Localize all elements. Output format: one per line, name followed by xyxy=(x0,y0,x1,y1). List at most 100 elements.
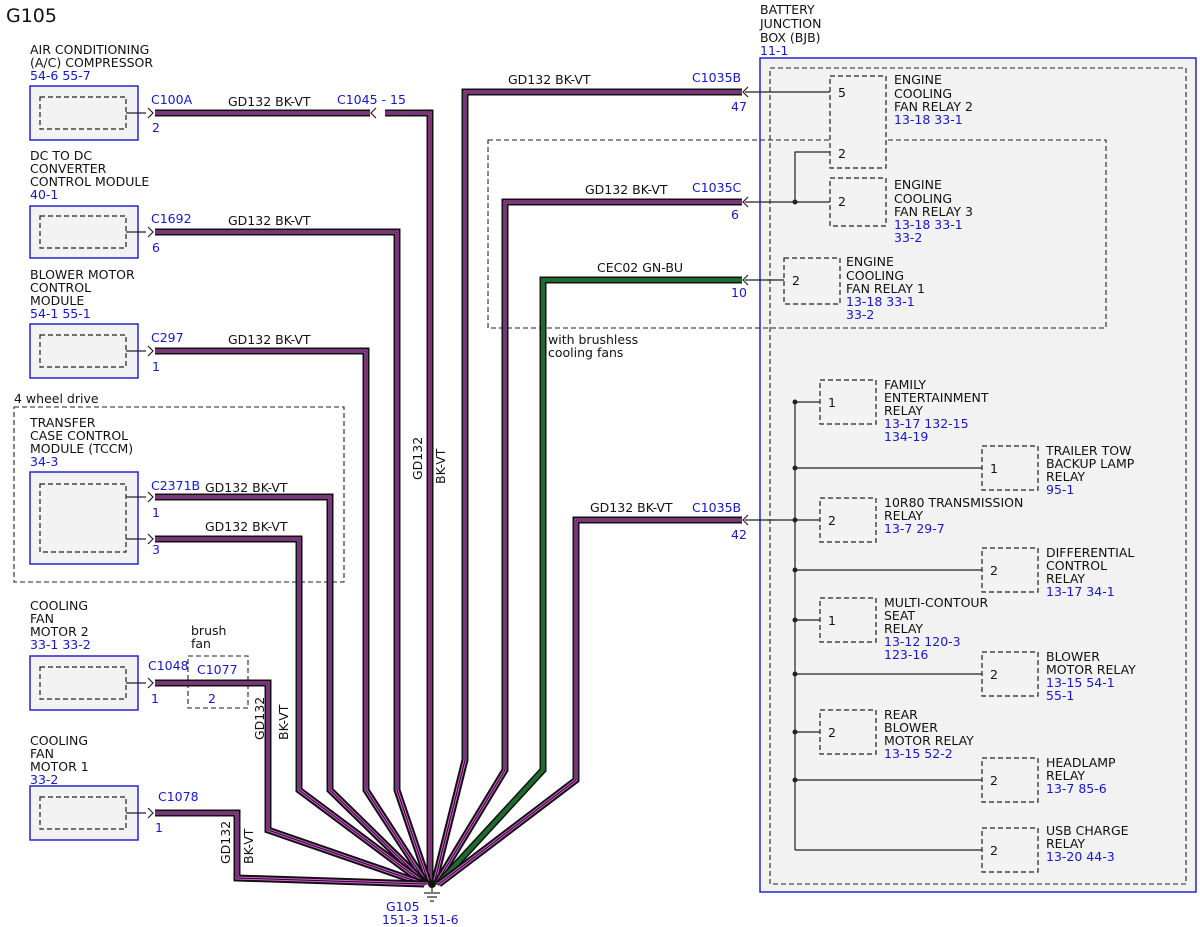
svg-text:fan: fan xyxy=(191,636,211,651)
svg-text:13-7 85-6: 13-7 85-6 xyxy=(1046,781,1107,796)
engine-cooling-fan-relay-1[interactable]: 2 ENGINE COOLING FAN RELAY 1 13-18 33-1 … xyxy=(783,254,925,322)
differential-control-relay[interactable]: 2 DIFFERENTIAL CONTROL RELAY 13-17 34-1 xyxy=(981,545,1134,599)
wire-label-ac: GD132 BK-VT xyxy=(228,94,311,109)
svg-text:FAN: FAN xyxy=(30,746,54,761)
svg-text:2: 2 xyxy=(792,273,800,288)
svg-text:54-1 55-1: 54-1 55-1 xyxy=(30,306,91,321)
svg-text:MOTOR RELAY: MOTOR RELAY xyxy=(884,733,974,748)
brush-fan-option: brush fan C1077 2 xyxy=(187,623,249,709)
pin-c1078: 1 xyxy=(155,820,163,835)
svg-text:2: 2 xyxy=(990,667,998,682)
blower-motor-control-module[interactable]: BLOWER MOTOR CONTROL MODULE 54-1 55-1 xyxy=(29,267,139,379)
connector-c1035b-top: C1035B xyxy=(692,70,741,85)
svg-text:2: 2 xyxy=(838,194,846,209)
svg-text:BLOWER MOTOR: BLOWER MOTOR xyxy=(30,267,135,282)
ground-symbol xyxy=(424,886,440,902)
vertical-label-gd132-c: GD132 xyxy=(218,821,233,864)
svg-text:MODULE: MODULE xyxy=(30,293,84,308)
svg-text:BLOWER: BLOWER xyxy=(1046,649,1100,664)
svg-text:MOTOR 1: MOTOR 1 xyxy=(30,759,89,774)
pin-c1048: 1 xyxy=(151,691,159,706)
brushless-note-1: with brushless xyxy=(548,332,638,347)
cooling-fan-motor-2[interactable]: COOLING FAN MOTOR 2 33-1 33-2 xyxy=(29,598,139,711)
svg-text:ENTERTAINMENT: ENTERTAINMENT xyxy=(884,390,989,405)
pin-c2371b-1: 1 xyxy=(152,505,160,520)
usb-charge-relay[interactable]: 2 USB CHARGE RELAY 13-20 44-3 xyxy=(981,823,1129,873)
connector-c1045: C1045 - 15 xyxy=(337,92,406,107)
headlamp-relay[interactable]: 2 HEADLAMP RELAY 13-7 85-6 xyxy=(981,755,1116,803)
svg-text:RELAY: RELAY xyxy=(1046,469,1085,484)
pin-42: 42 xyxy=(731,527,747,542)
cooling-fan-motor-1[interactable]: COOLING FAN MOTOR 1 33-2 xyxy=(29,733,139,841)
svg-text:13-15 54-1: 13-15 54-1 xyxy=(1046,675,1115,690)
svg-text:TRAILER TOW: TRAILER TOW xyxy=(1045,443,1131,458)
ground-ref: 151-3 151-6 xyxy=(382,912,459,927)
svg-text:MULTI-CONTOUR: MULTI-CONTOUR xyxy=(884,595,989,610)
svg-text:FAN RELAY 2: FAN RELAY 2 xyxy=(894,99,973,114)
svg-text:1: 1 xyxy=(990,461,998,476)
wire-harness xyxy=(155,88,742,888)
svg-text:(A/C) COMPRESSOR: (A/C) COMPRESSOR xyxy=(30,55,153,70)
wire-label-bjb-mid: GD132 BK-VT xyxy=(585,182,668,197)
wire-bjb-green xyxy=(435,276,742,887)
family-entertainment-relay[interactable]: 1 FAMILY ENTERTAINMENT RELAY 13-17 132-1… xyxy=(819,377,989,444)
svg-text:2: 2 xyxy=(990,773,998,788)
svg-text:10R80 TRANSMISSION: 10R80 TRANSMISSION xyxy=(884,495,1023,510)
pin-c2371b-3: 3 xyxy=(152,542,160,557)
svg-text:BACKUP LAMP: BACKUP LAMP xyxy=(1046,456,1135,471)
wire-label-bjb-bottom: GD132 BK-VT xyxy=(590,500,673,515)
pin-c297: 1 xyxy=(152,359,160,374)
connector-c1035b-bottom: C1035B xyxy=(692,500,741,515)
dc-dc-converter-module[interactable]: DC TO DC CONVERTER CONTROL MODULE 40-1 xyxy=(29,148,149,259)
svg-text:13-20 44-3: 13-20 44-3 xyxy=(1046,849,1115,864)
trailer-tow-backup-lamp-relay[interactable]: 1 TRAILER TOW BACKUP LAMP RELAY 95-1 xyxy=(981,443,1135,497)
brushless-note-2: cooling fans xyxy=(548,345,623,360)
svg-text:USB CHARGE: USB CHARGE xyxy=(1046,823,1129,838)
wire-ac-inline xyxy=(385,109,434,880)
svg-text:COOLING: COOLING xyxy=(894,191,952,206)
svg-text:13-12 120-3: 13-12 120-3 xyxy=(884,634,961,649)
svg-text:13-17 34-1: 13-17 34-1 xyxy=(1046,584,1115,599)
bjb-box[interactable] xyxy=(759,57,1197,893)
transfer-case-control-module[interactable]: 4 wheel drive TRANSFER CASE CONTROL MODU… xyxy=(13,391,345,583)
multi-contour-seat-relay[interactable]: 1 MULTI-CONTOUR SEAT RELAY 13-12 120-3 1… xyxy=(819,595,989,662)
svg-text:C1077: C1077 xyxy=(197,662,238,677)
wire-blower-module xyxy=(155,347,430,886)
svg-text:ENGINE: ENGINE xyxy=(846,254,894,269)
engine-cooling-fan-relay-2[interactable]: 5 2 ENGINE COOLING FAN RELAY 2 13-18 33-… xyxy=(829,72,973,169)
svg-text:brush: brush xyxy=(191,623,226,638)
vertical-label-gd132-b: GD132 xyxy=(252,697,267,740)
blower-motor-relay[interactable]: 2 BLOWER MOTOR RELAY 13-15 54-1 55-1 xyxy=(981,649,1136,703)
svg-text:FAMILY: FAMILY xyxy=(884,377,926,392)
ac-compressor[interactable]: AIR CONDITIONING (A/C) COMPRESSOR 54-6 5… xyxy=(29,42,153,141)
svg-text:ENGINE: ENGINE xyxy=(894,177,942,192)
connector-c1048: C1048 xyxy=(148,658,189,673)
svg-text:MODULE (TCCM): MODULE (TCCM) xyxy=(30,441,133,456)
rear-blower-motor-relay[interactable]: 2 REAR BLOWER MOTOR RELAY 13-15 52-2 xyxy=(819,707,974,761)
svg-text:CASE CONTROL: CASE CONTROL xyxy=(30,428,128,443)
svg-text:13-18 33-1: 13-18 33-1 xyxy=(894,112,963,127)
svg-text:33-2: 33-2 xyxy=(894,230,922,245)
svg-text:RELAY: RELAY xyxy=(884,508,923,523)
wire-label-bjb-top: GD132 BK-VT xyxy=(508,72,591,87)
wire-label-tccm-1: GD132 BK-VT xyxy=(205,480,288,495)
brushless-option-boundary xyxy=(487,139,1107,329)
svg-text:FAN: FAN xyxy=(30,611,54,626)
svg-text:FAN RELAY 3: FAN RELAY 3 xyxy=(894,204,973,219)
svg-text:BLOWER: BLOWER xyxy=(884,720,938,735)
engine-cooling-fan-relay-3[interactable]: 2 ENGINE COOLING FAN RELAY 3 13-18 33-1 … xyxy=(829,177,973,245)
module-pin-stubs xyxy=(126,112,146,814)
pin-c100a: 2 xyxy=(152,120,160,135)
svg-text:1: 1 xyxy=(828,613,836,628)
transmission-relay[interactable]: 2 10R80 TRANSMISSION RELAY 13-7 29-7 xyxy=(819,495,1023,543)
wire-bjb-mid xyxy=(433,198,742,886)
svg-text:COOLING: COOLING xyxy=(30,733,88,748)
wire-label-dcdc: GD132 BK-VT xyxy=(228,213,311,228)
svg-text:TRANSFER: TRANSFER xyxy=(29,415,96,430)
connector-c1078: C1078 xyxy=(158,789,199,804)
svg-text:REAR: REAR xyxy=(884,707,918,722)
bjb-ref: 11-1 xyxy=(760,43,788,58)
svg-text:13-7 29-7: 13-7 29-7 xyxy=(884,521,945,536)
svg-text:40-1: 40-1 xyxy=(30,187,58,202)
